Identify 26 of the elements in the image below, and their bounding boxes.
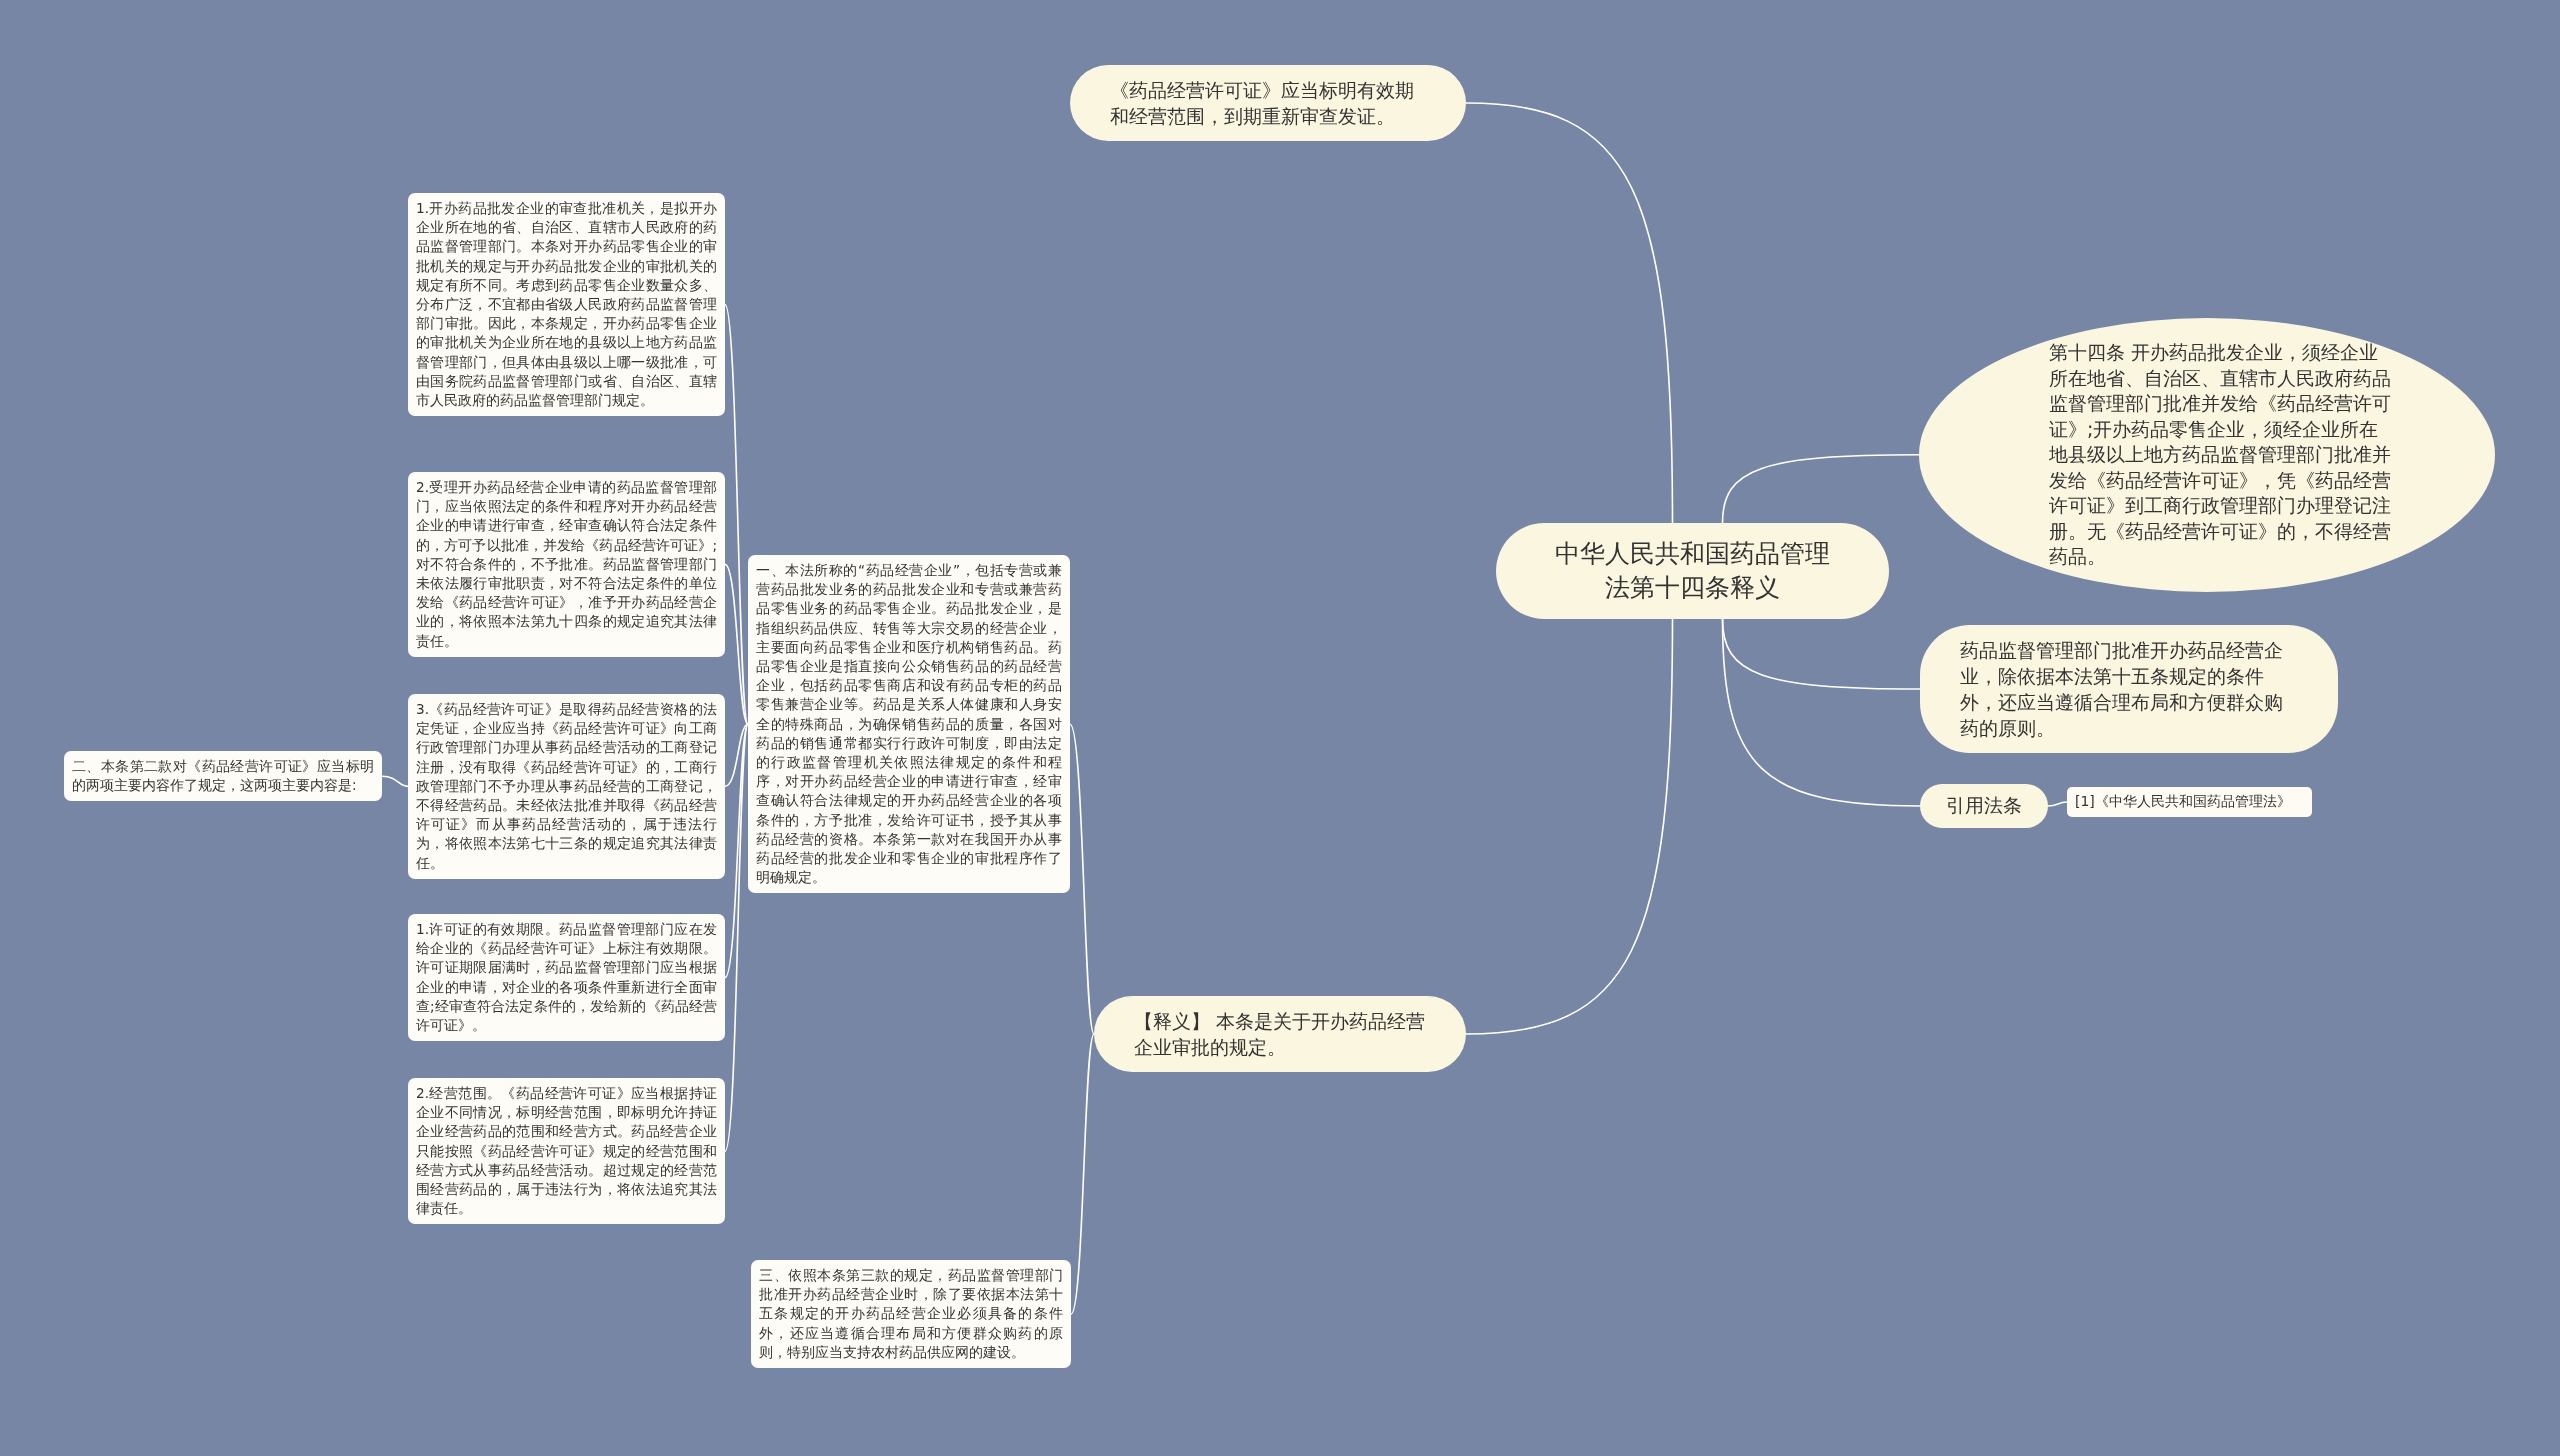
- note-card: 二、本条第二款对《药品经营许可证》应当标明的两项主要内容作了规定，这两项主要内容是:: [64, 751, 382, 802]
- connector-line: [1721, 618, 1921, 807]
- note-card: 1.开办药品批发企业的审查批准机关，是拟开办企业所在地的省、自治区、直辖市人民政府的药品监督管理部门。本条对开办药品零售企业的审批机关的规定与开办药品批发企业的审批机关的规定有所不同。考虑到药品零售企业数量众多、分布广泛，不宜都由省级人民政府药品监督管理部门审批。因此，本条规定，开办药品零售企业的审批机关为企业所在地的县级以上地方药品监督管理部门，但具体由县级以上哪一级批准，可由国务院药品监督管理部门或省、自治区、直辖市人民政府的药品监督管理部门规定。: [408, 193, 725, 417]
- note-card: [1]《中华人民共和国药品管理法》: [2067, 787, 2312, 817]
- note-card: 1.许可证的有效期限。药品监督管理部门应在发给企业的《药品经营许可证》上标注有效期限。许可证期限届满时，药品监督管理部门应当根据企业的申请，对企业的各项条件重新进行全面审查;经审查符合法定条件的，发给新的《药品经营许可证》。: [408, 914, 725, 1042]
- topic-bubble: 药品监督管理部门批准开办药品经营企业，除依据本法第十五条规定的条件外，还应当遵循合理布局和方便群众购药的原则。: [1920, 625, 2338, 753]
- connector-line: [1070, 1033, 1095, 1315]
- topic-bubble: 【释义】 本条是关于开办药品经营企业审批的规定。: [1094, 996, 1466, 1072]
- topic-bubble: 《药品经营许可证》应当标明有效期和经营范围，到期重新审查发证。: [1070, 65, 1466, 141]
- note-card: 三、依照本条第三款的规定，药品监督管理部门批准开办药品经营企业时，除了要依据本法第十五条规定的开办药品经营企业必须具备的条件外，还应当遵循合理布局和方便群众购药的原则，特别应当支持农村药品供应网的建设。: [751, 1260, 1071, 1368]
- note-card: 2.经营范围。《药品经营许可证》应当根据持证企业不同情况，标明经营范围，即标明允许持证企业经营药品的范围和经营方式。药品经营企业只能按照《药品经营许可证》规定的经营范围和经营方式从事药品经营活动。超过规定的经营范围经营药品的，属于违法行为，将依法追究其法律责任。: [408, 1078, 725, 1225]
- connector-line: [724, 563, 749, 726]
- connector-line: [1721, 453, 1920, 524]
- connector-line: [1069, 723, 1095, 1035]
- note-card: 3.《药品经营许可证》是取得药品经营资格的法定凭证，企业应当持《药品经营许可证》向工商行政管理部门办理从事药品经营活动的工商登记注册，没有取得《药品经营许可证》的，工商行政管理部门不予办理从事药品经营的工商登记，不得经营药品。未经依法批准并取得《药品经营许可证》而从事药品经营活动的，属于违法行为，将依照本法第七十三条的规定追究其法律责任。: [408, 694, 725, 879]
- note-card: 一、本法所称的“药品经营企业”，包括专营或兼营药品批发业务的药品批发企业和专营或兼营药品零售业务的药品零售企业。药品批发企业，是指组织药品供应、转售等大宗交易的经营企业，主要面向药品零售企业和医疗机构销售药品。药品零售企业是指直接向公众销售药品的药品经营企业，包括药品零售商店和设有药品专柜的药品零售兼营企业等。药品是关系人体健康和人身安全的特殊商品，为确保销售药品的质量，各国对药品的销售通常都实行行政许可制度，即由法定的行政监督管理机关依照法律规定的条件和程序，对开办药品经营企业的申请进行审查，经审查确认符合法律规定的开办药品经营企业的各项条件的，方予批准，发给许可证书，授予其从事药品经营的资格。本条第一款对在我国开办从事药品经营的批发企业和零售企业的审批程序作了明确规定。: [748, 555, 1070, 894]
- topic-bubble: 第十四条 开办药品批发企业，须经企业所在地省、自治区、直辖市人民政府药品监督管理部门批准并发给《药品经营许可证》;开办药品零售企业，须经企业所在地县级以上地方药品监督管理部门批准并发给《药品经营许可证》，凭《药品经营许可证》到工商行政管理部门办理登记注册。无《药品经营许可证》的，不得经营药品。: [1919, 318, 2495, 592]
- connector-line: [1465, 618, 1674, 1035]
- connector-line: [2047, 801, 2068, 807]
- note-card: 2.受理开办药品经营企业申请的药品监督管理部门，应当依照法定的条件和程序对开办药品经营企业的申请进行审查，经审查确认符合法定条件的，方可予以批准，并发给《药品经营许可证》;对不符合条件的，不予批准。药品监督管理部门未依法履行审批职责，对不符合法定条件的单位发给《药品经营许可证》，准予开办药品经营企业的，将依照本法第九十四条的规定追究其法律责任。: [408, 472, 725, 657]
- connector-line: [724, 723, 749, 979]
- connector-line: [1465, 102, 1674, 524]
- connector-line: [724, 723, 749, 788]
- central-topic: 中华人民共和国药品管理法第十四条释义: [1496, 523, 1889, 619]
- connector-line: [381, 775, 409, 788]
- topic-bubble: 引用法条: [1920, 784, 2048, 828]
